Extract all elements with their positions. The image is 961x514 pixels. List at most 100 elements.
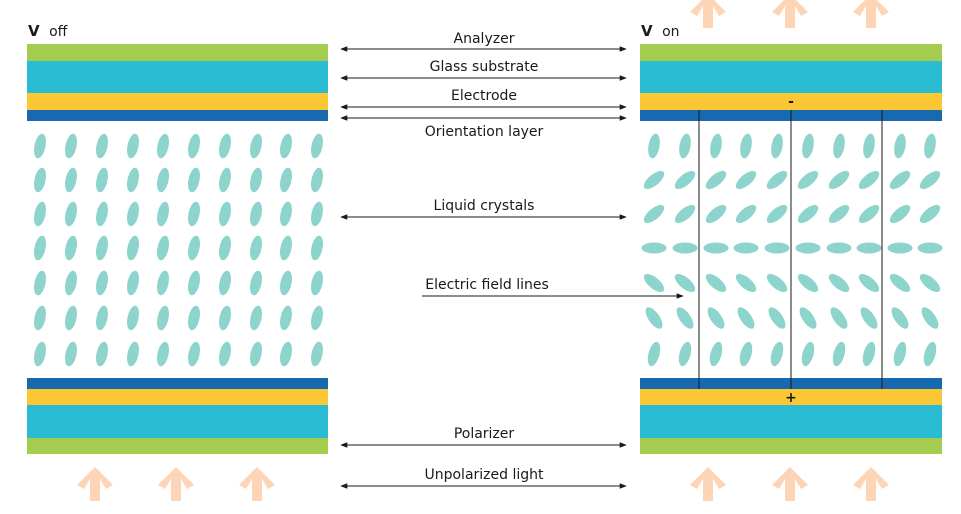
liquid-crystal-molecule bbox=[893, 341, 907, 367]
liquid-crystal-molecule bbox=[250, 341, 262, 367]
electric-field-lines bbox=[698, 110, 883, 389]
liquid-crystal-molecule bbox=[766, 170, 788, 190]
label-electric-field-lines: Electric field lines bbox=[425, 277, 549, 293]
left-electrode-bottom-layer bbox=[27, 389, 328, 405]
up-arrow-icon bbox=[853, 467, 889, 501]
liquid-crystal-molecule bbox=[679, 133, 691, 159]
liquid-crystal-molecule bbox=[740, 133, 752, 159]
liquid-crystal-molecule bbox=[924, 133, 936, 159]
left-electrode-top-layer bbox=[27, 93, 328, 110]
liquid-crystal-molecule bbox=[771, 133, 783, 159]
liquid-crystal-molecule bbox=[188, 341, 200, 367]
liquid-crystal-molecule bbox=[65, 270, 77, 296]
liquid-crystal-molecule bbox=[707, 307, 725, 329]
liquid-crystal-molecule bbox=[250, 305, 262, 331]
liquid-crystal-molecule bbox=[34, 341, 46, 367]
liquid-crystal-molecule bbox=[733, 242, 759, 254]
liquid-crystal-molecule bbox=[856, 242, 882, 254]
liquid-crystal-molecule bbox=[737, 307, 755, 329]
up-arrow-icon bbox=[772, 0, 808, 28]
liquid-crystal-molecule bbox=[34, 305, 46, 331]
label-analyzer: Analyzer bbox=[454, 31, 515, 47]
bottom-electrode-sign: + bbox=[785, 390, 797, 406]
liquid-crystal-molecule bbox=[34, 167, 46, 193]
up-arrow-icon bbox=[690, 0, 726, 28]
liquid-crystal-molecule bbox=[887, 242, 913, 254]
liquid-crystal-molecule bbox=[832, 341, 846, 367]
liquid-crystal-molecule bbox=[703, 242, 729, 254]
liquid-crystal-molecule bbox=[672, 242, 698, 254]
liquid-crystal-molecule bbox=[921, 307, 939, 329]
liquid-crystal-molecule bbox=[674, 204, 696, 224]
liquid-crystal-molecule bbox=[65, 133, 77, 159]
liquid-crystal-molecule bbox=[157, 167, 169, 193]
liquid-crystal-molecule bbox=[801, 341, 815, 367]
liquid-crystal-molecule bbox=[647, 341, 661, 367]
liquid-crystal-molecule bbox=[860, 307, 878, 329]
liquid-crystal-molecule bbox=[858, 273, 880, 293]
liquid-crystal-molecule bbox=[770, 341, 784, 367]
liquid-crystal-molecule bbox=[889, 273, 911, 293]
top-electrode-sign: - bbox=[788, 94, 794, 110]
liquid-crystal-molecule bbox=[65, 341, 77, 367]
liquid-crystal-molecule bbox=[919, 204, 941, 224]
left-orientation-top-layer bbox=[27, 110, 328, 121]
liquid-crystal-molecule bbox=[127, 270, 139, 296]
liquid-crystal-molecule bbox=[766, 273, 788, 293]
liquid-crystal-molecule bbox=[311, 305, 323, 331]
liquid-crystal-molecule bbox=[923, 341, 937, 367]
liquid-crystal-molecule bbox=[894, 133, 906, 159]
liquid-crystal-molecule bbox=[157, 133, 169, 159]
liquid-crystal-molecule bbox=[127, 305, 139, 331]
liquid-crystal-molecule bbox=[799, 307, 817, 329]
liquid-crystal-molecule bbox=[889, 204, 911, 224]
liquid-crystal-molecule bbox=[157, 305, 169, 331]
liquid-crystal-molecule bbox=[127, 201, 139, 227]
center-labels: Analyzer Glass substrate Electrode Orien… bbox=[340, 31, 684, 489]
liquid-crystal-molecule bbox=[863, 133, 875, 159]
liquid-crystal-molecule bbox=[674, 273, 696, 293]
liquid-crystal-molecule bbox=[280, 167, 292, 193]
up-arrow-icon bbox=[158, 467, 194, 501]
liquid-crystal-molecule bbox=[34, 133, 46, 159]
right-electrode-bottom-layer bbox=[640, 389, 942, 405]
liquid-crystal-molecule bbox=[311, 341, 323, 367]
liquid-crystal-molecule bbox=[127, 235, 139, 261]
liquid-crystal-molecule bbox=[96, 305, 108, 331]
liquid-crystal-molecule bbox=[250, 133, 262, 159]
liquid-crystal-molecule bbox=[127, 133, 139, 159]
liquid-crystal-molecule bbox=[65, 235, 77, 261]
liquid-crystal-molecule bbox=[826, 242, 852, 254]
liquid-crystal-molecule bbox=[802, 133, 814, 159]
liquid-crystal-molecule bbox=[219, 167, 231, 193]
liquid-crystal-molecule bbox=[188, 305, 200, 331]
liquid-crystal-molecule bbox=[764, 242, 790, 254]
liquid-crystal-molecule bbox=[643, 273, 665, 293]
liquid-crystal-molecule bbox=[65, 305, 77, 331]
liquid-crystal-molecule bbox=[648, 133, 660, 159]
liquid-crystal-molecule bbox=[311, 235, 323, 261]
up-arrow-icon bbox=[77, 467, 113, 501]
liquid-crystal-molecule bbox=[280, 305, 292, 331]
liquid-crystal-molecule bbox=[280, 235, 292, 261]
right-v-letter: V bbox=[641, 22, 653, 40]
liquid-crystal-molecule bbox=[188, 235, 200, 261]
liquid-crystal-molecule bbox=[127, 341, 139, 367]
liquid-crystal-molecule bbox=[311, 167, 323, 193]
liquid-crystal-molecule bbox=[34, 235, 46, 261]
right-analyzer-layer bbox=[640, 44, 942, 61]
liquid-crystal-molecule bbox=[219, 201, 231, 227]
liquid-crystal-molecule bbox=[735, 204, 757, 224]
liquid-crystal-molecule bbox=[280, 201, 292, 227]
liquid-crystal-molecule bbox=[676, 307, 694, 329]
liquid-crystal-molecule bbox=[705, 204, 727, 224]
liquid-crystal-molecule bbox=[858, 204, 880, 224]
label-glass-substrate: Glass substrate bbox=[430, 59, 539, 75]
liquid-crystal-molecule bbox=[862, 341, 876, 367]
left-orientation-bottom-layer bbox=[27, 378, 328, 389]
liquid-crystal-molecule bbox=[766, 204, 788, 224]
liquid-crystal-molecule bbox=[705, 170, 727, 190]
left-glass-top-layer bbox=[27, 61, 328, 93]
liquid-crystal-molecule bbox=[34, 270, 46, 296]
